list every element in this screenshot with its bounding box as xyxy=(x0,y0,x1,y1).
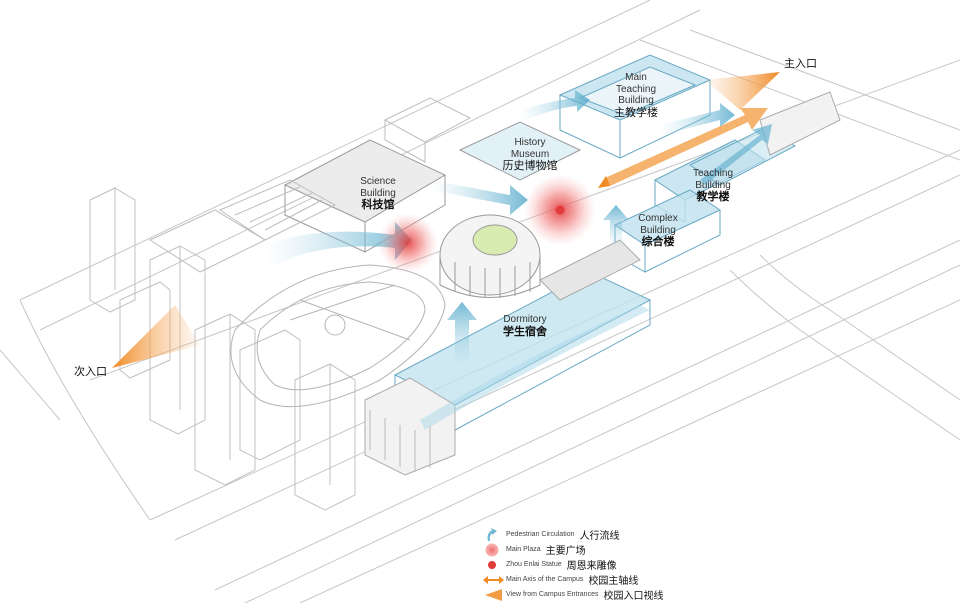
main-entrance-label: 主入口 xyxy=(784,57,817,70)
label-cn: 科技馆 xyxy=(361,199,395,211)
complex-building-label: Complex Building 综合楼 xyxy=(625,213,691,249)
legend-cn: 主要广场 xyxy=(545,546,586,557)
label-cn: 综合楼 xyxy=(641,236,675,248)
main-entrance-cone xyxy=(705,72,780,110)
legend-en: Pedestrian Circulation xyxy=(506,531,575,538)
pedestrian-arrow-icon xyxy=(482,527,506,542)
label-line: History xyxy=(514,137,546,148)
plaza-circle-icon xyxy=(482,543,506,557)
main-axis-arrow xyxy=(598,108,768,188)
grid-blocks xyxy=(148,97,472,273)
statue-dot-icon xyxy=(482,558,506,572)
legend-cn: 校园入口视线 xyxy=(603,591,664,602)
plaza-west xyxy=(378,213,438,273)
main-plazas xyxy=(378,174,596,273)
legend-row-plaza: Main Plaza 主要广场 xyxy=(482,542,722,557)
label-line: Building xyxy=(360,187,396,199)
history-museum-label: History Museum 历史博物馆 xyxy=(492,137,568,173)
dormitory-label: Dormitory 学生宿舍 xyxy=(492,314,558,338)
double-arrow-icon xyxy=(482,573,506,587)
legend: Pedestrian Circulation 人行流线 Main Plaza 主… xyxy=(482,527,722,602)
dormitory-shape xyxy=(364,239,652,476)
residential-towers xyxy=(89,187,356,511)
legend-cn: 周恩来雕像 xyxy=(566,561,617,572)
main-teaching-shape xyxy=(558,54,712,159)
legend-cn: 校园主轴线 xyxy=(588,576,639,587)
label-line: Building xyxy=(695,179,731,191)
label-cn: 教学楼 xyxy=(696,191,730,203)
legend-en: Main Plaza xyxy=(506,546,541,553)
legend-en: View from Campus Entrances xyxy=(506,591,599,598)
view-cone-icon xyxy=(482,588,506,602)
science-building-label: Science Building 科技馆 xyxy=(345,176,411,212)
label-line: Museum xyxy=(510,148,550,160)
legend-cn: 人行流线 xyxy=(579,531,620,542)
legend-en: Main Axis of the Campus xyxy=(506,576,584,583)
central-dome xyxy=(439,214,541,298)
label-cn: 主教学楼 xyxy=(614,106,658,119)
legend-row-statue: Zhou Enlai Statue 周恩来雕像 xyxy=(482,557,722,572)
label-line: Dormitory xyxy=(503,314,547,325)
label-line: Teaching xyxy=(692,168,734,179)
label-line: Main xyxy=(625,72,647,83)
legend-row-view: View from Campus Entrances 校园入口视线 xyxy=(482,587,722,602)
secondary-entrance-label: 次入口 xyxy=(74,365,107,378)
label-cn: 历史博物馆 xyxy=(502,160,558,172)
label-cn: 学生宿舍 xyxy=(503,325,547,338)
legend-row-axis: Main Axis of the Campus 校园主轴线 xyxy=(482,572,722,587)
statue-dot xyxy=(555,205,565,215)
main-teaching-building-label: Main Teaching Building 主教学楼 xyxy=(600,72,672,119)
legend-row-pedestrian: Pedestrian Circulation 人行流线 xyxy=(482,527,722,542)
entrance-view-cones xyxy=(112,72,780,368)
sports-field xyxy=(230,264,446,408)
history-museum-shape xyxy=(458,121,582,181)
legend-en: Zhou Enlai Statue xyxy=(506,561,562,568)
label-line: Building xyxy=(618,95,654,106)
teaching-building-label: Teaching Building 教学楼 xyxy=(680,168,746,204)
label-line: Science xyxy=(360,176,396,187)
label-line: Building xyxy=(640,224,676,236)
pedestrian-circulation xyxy=(265,90,772,430)
secondary-entrance-cone xyxy=(112,305,200,368)
label-line: Teaching xyxy=(615,83,657,95)
label-line: Complex xyxy=(638,213,678,224)
